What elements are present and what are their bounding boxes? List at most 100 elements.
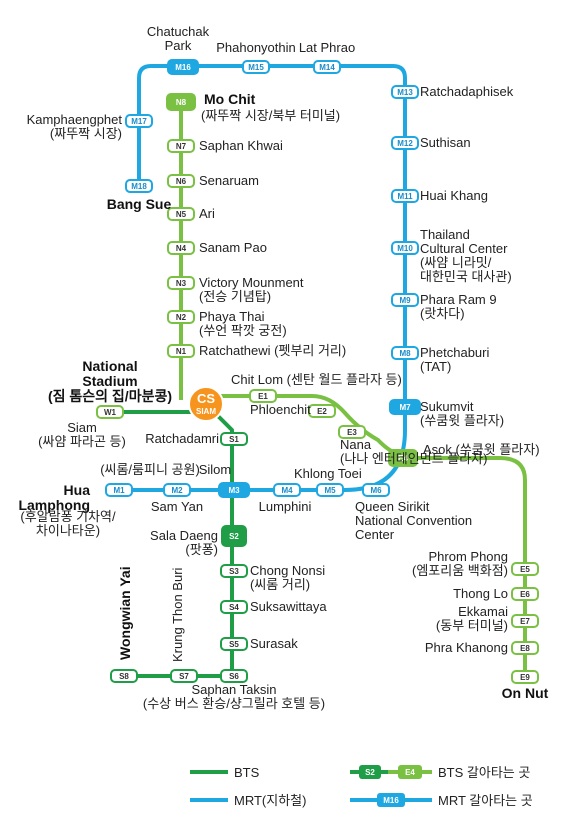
station-code: N4: [176, 244, 187, 253]
station-s1[interactable]: S1: [220, 432, 248, 446]
station-s5[interactable]: S5: [220, 637, 248, 651]
station-e6[interactable]: E6: [511, 587, 539, 601]
station-e7[interactable]: E7: [511, 614, 539, 628]
station-n3[interactable]: N3: [167, 276, 195, 290]
station-badge: [96, 405, 124, 419]
station-code: M15: [248, 63, 264, 72]
e3-name-label: Nana(나나 엔터테인먼트 플라자): [340, 437, 487, 466]
station-e4[interactable]: E4: [388, 449, 418, 467]
station-badge: [220, 432, 248, 446]
station-badge: [391, 346, 419, 360]
station-n8[interactable]: N8: [166, 93, 196, 111]
station-w1[interactable]: W1: [96, 405, 124, 419]
station-m13[interactable]: M13: [391, 85, 419, 99]
station-code: N3: [176, 279, 187, 288]
station-badge: [391, 293, 419, 307]
station-code: M5: [324, 486, 336, 495]
m12-name-label: Suthisan: [420, 135, 471, 150]
station-code: E8: [520, 644, 530, 653]
station-s3[interactable]: S3: [220, 564, 248, 578]
station-badge: [167, 310, 195, 324]
station-m9[interactable]: M9: [391, 293, 419, 307]
station-m4[interactable]: M4: [273, 483, 301, 497]
station-e9[interactable]: E9: [511, 670, 539, 684]
station-m12[interactable]: M12: [391, 136, 419, 150]
station-e5[interactable]: E5: [511, 562, 539, 576]
station-badge: [167, 276, 195, 290]
extra-labels-silom-kr-label: (씨롬/룸피니 공원): [100, 462, 200, 477]
station-badge: [389, 399, 421, 415]
station-m6[interactable]: M6: [362, 483, 390, 497]
station-m16[interactable]: M16: [167, 59, 199, 75]
station-m3[interactable]: M3: [218, 482, 250, 498]
station-e2[interactable]: E2: [308, 404, 336, 418]
station-m8[interactable]: M8: [391, 346, 419, 360]
station-m1[interactable]: M1: [105, 483, 133, 497]
station-badge: [316, 483, 344, 497]
station-code: E3: [347, 428, 357, 437]
station-badge: [391, 189, 419, 203]
station-code: N1: [176, 347, 187, 356]
station-code: N8: [176, 98, 187, 107]
station-badge: [511, 562, 539, 576]
station-code: E1: [258, 392, 268, 401]
legend-s2-badge: [359, 765, 381, 779]
station-n4[interactable]: N4: [167, 241, 195, 255]
station-m10[interactable]: M10: [391, 241, 419, 255]
station-m18[interactable]: M18: [125, 179, 153, 193]
s1-name-label: Ratchadamri: [145, 431, 219, 446]
n7-name-label: Saphan Khwai: [199, 138, 283, 153]
station-e1[interactable]: E1: [249, 389, 277, 403]
n4-name-label: Sanam Pao: [199, 240, 267, 255]
station-s4[interactable]: S4: [220, 600, 248, 614]
station-m2[interactable]: M2: [163, 483, 191, 497]
station-m7[interactable]: M7: [389, 399, 421, 415]
station-code: S3: [229, 567, 239, 576]
station-m11[interactable]: M11: [391, 189, 419, 203]
station-badge: [338, 425, 366, 439]
station-badge: [511, 587, 539, 601]
m14-name-label: Lat Phrao: [299, 40, 355, 55]
station-m5[interactable]: M5: [316, 483, 344, 497]
station-code: E2: [317, 407, 327, 416]
e8-name-label: Phra Khanong: [425, 640, 508, 655]
station-badge: [391, 85, 419, 99]
station-badge: [163, 483, 191, 497]
station-code: CS: [197, 391, 215, 406]
legend-e4-badge: [398, 765, 422, 779]
s4-name-label: Suksawittaya: [250, 599, 327, 614]
station-badge: [110, 669, 138, 683]
station-badge: [249, 389, 277, 403]
station-n2[interactable]: N2: [167, 310, 195, 324]
station-s7[interactable]: S7: [170, 669, 198, 683]
station-code: M13: [397, 88, 413, 97]
station-badge: [220, 669, 248, 683]
station-s8[interactable]: S8: [110, 669, 138, 683]
station-e8[interactable]: E8: [511, 641, 539, 655]
station-s6[interactable]: S6: [220, 669, 248, 683]
extra-labels-mochit-kr-label: (짜뚜짝 시장/북부 터미널): [201, 108, 340, 123]
station-e3[interactable]: E3: [338, 425, 366, 439]
station-n1[interactable]: N1: [167, 344, 195, 358]
legend-s2-code: S2: [365, 768, 375, 777]
station-s2[interactable]: S2: [221, 525, 247, 547]
station-code: M11: [397, 192, 413, 201]
station-n6[interactable]: N6: [167, 174, 195, 188]
station-code: M4: [281, 486, 293, 495]
station-n7[interactable]: N7: [167, 139, 195, 153]
station-badge: [511, 670, 539, 684]
s5-name-label: Surasak: [250, 636, 298, 651]
station-m17[interactable]: M17: [125, 114, 153, 128]
station-n5[interactable]: N5: [167, 207, 195, 221]
station-code: E5: [520, 565, 530, 574]
s2-name-label: Sala Daeng(팟퐁): [150, 528, 218, 557]
s6-name-label: Saphan Taksin(수상 버스 환승/샹그릴라 호텔 등): [143, 682, 325, 711]
station-badge: [220, 564, 248, 578]
station-m15[interactable]: M15: [242, 60, 270, 74]
station-m14[interactable]: M14: [313, 60, 341, 74]
station-code: S7: [179, 672, 189, 681]
